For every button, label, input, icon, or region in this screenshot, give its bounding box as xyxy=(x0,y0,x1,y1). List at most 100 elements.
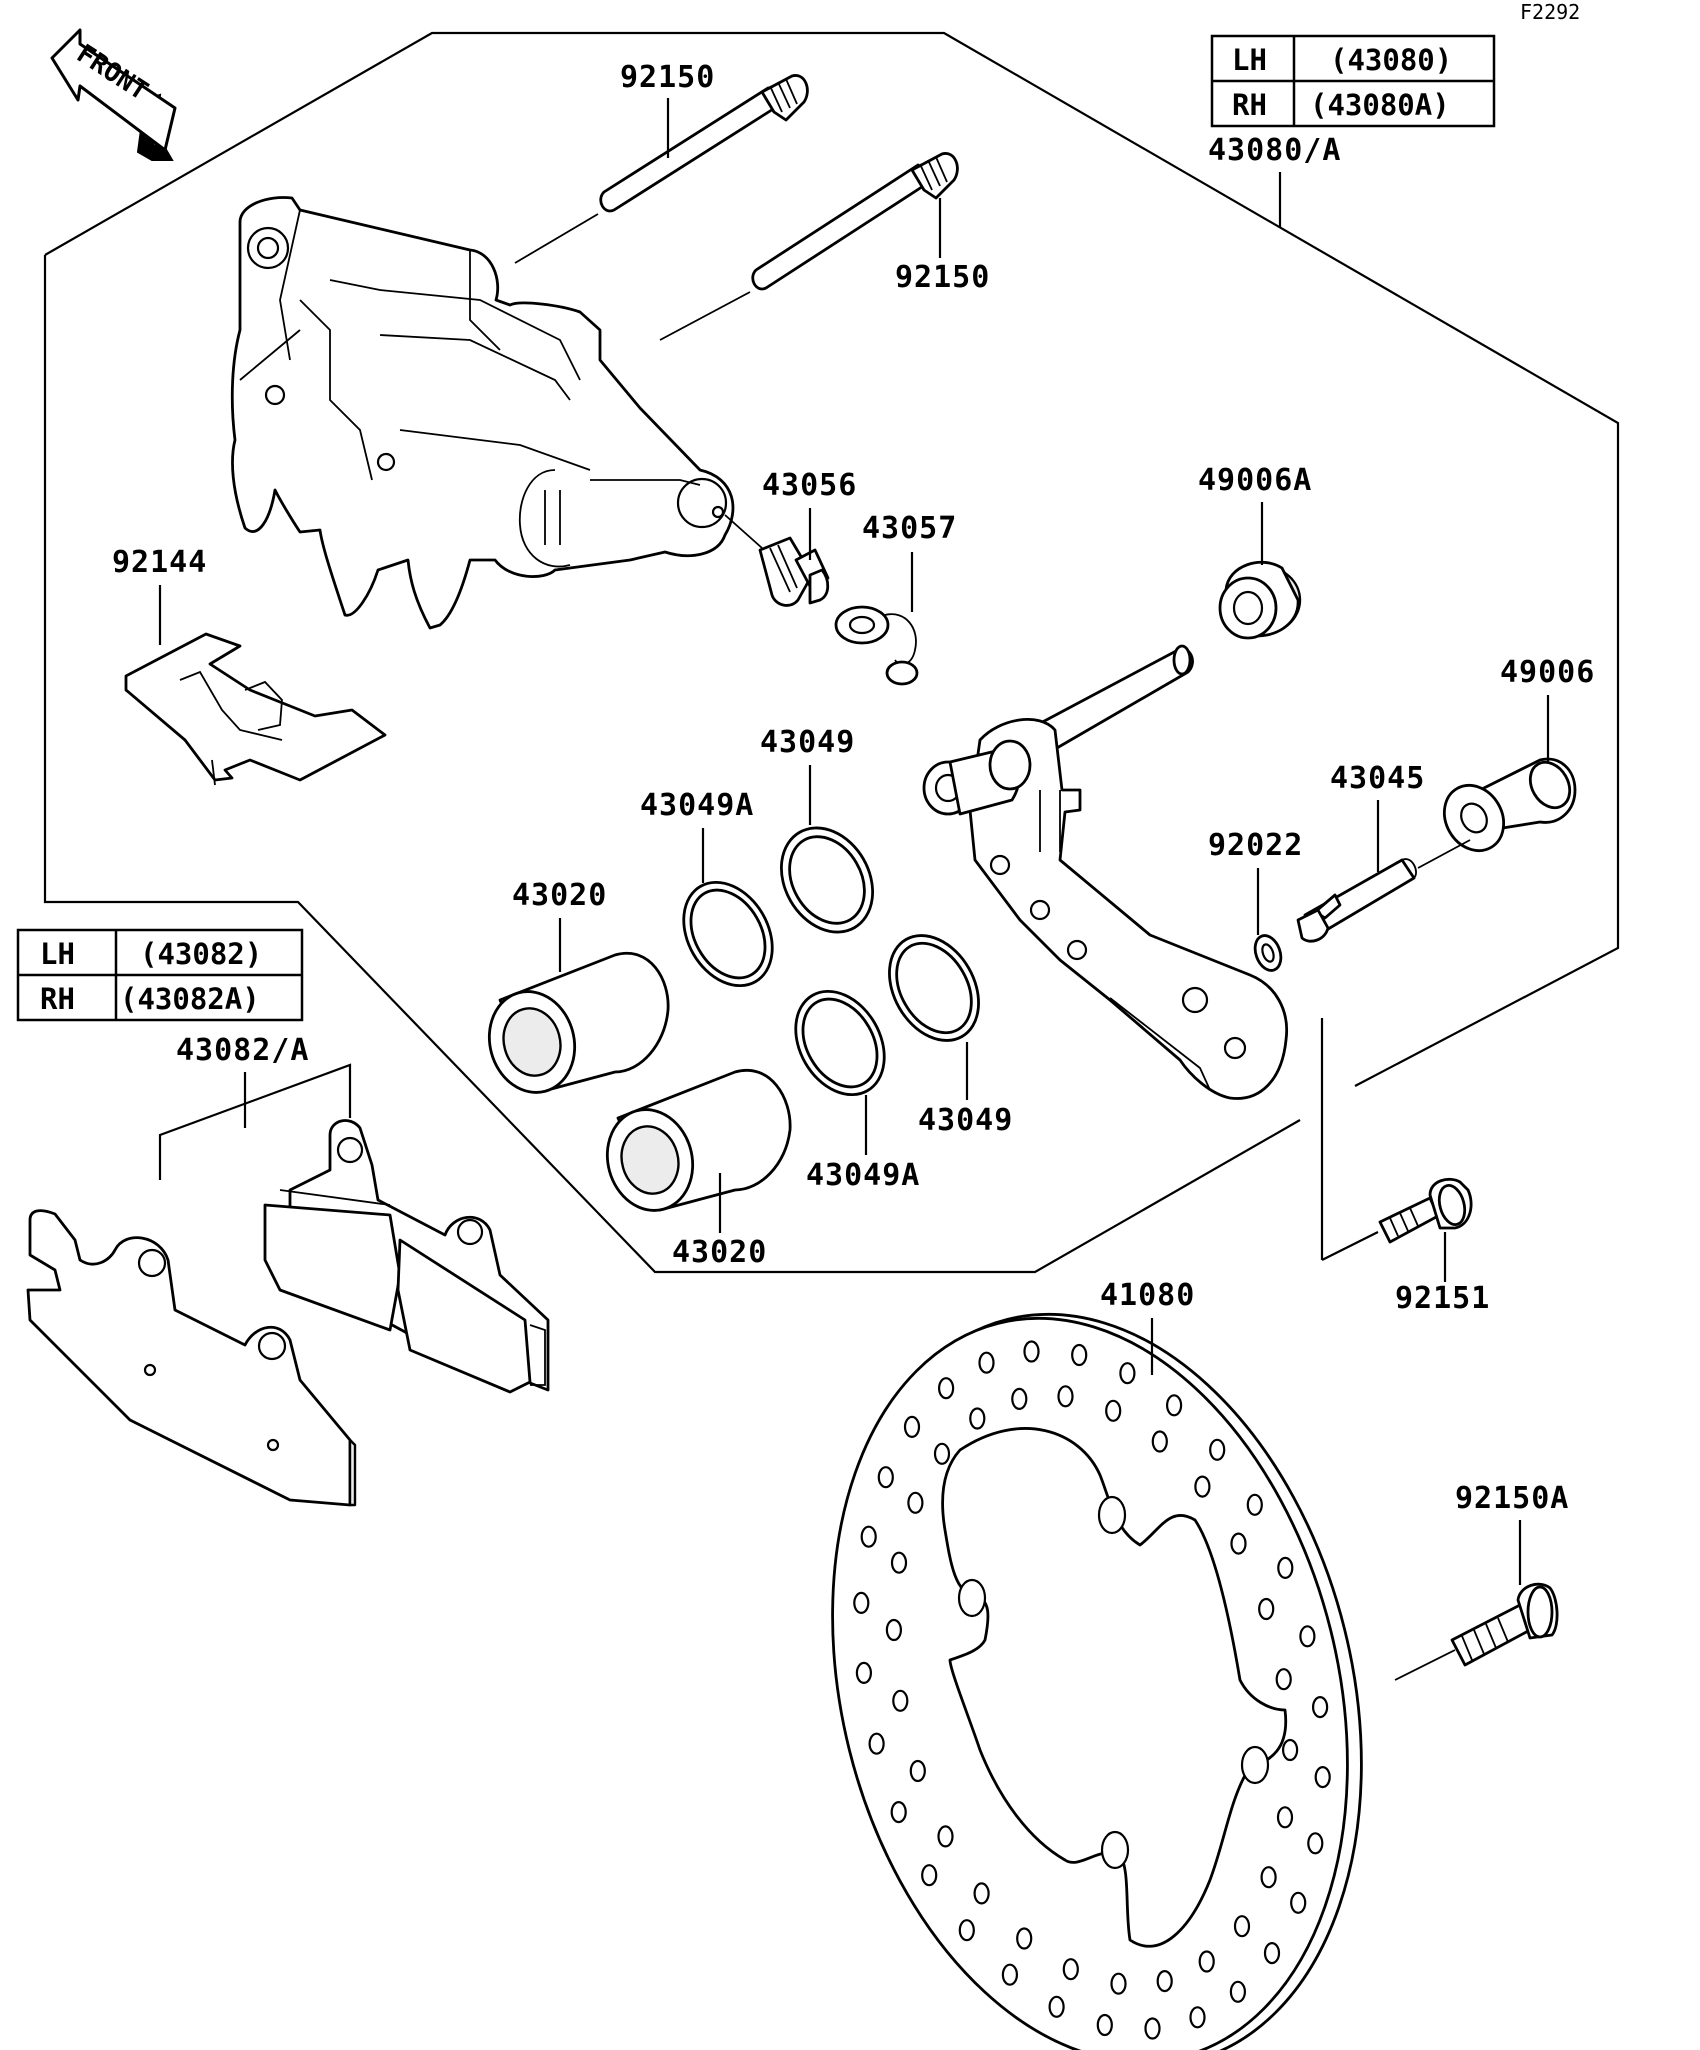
disc-vent-hole xyxy=(1299,1625,1316,1648)
caliper-holder xyxy=(922,644,1289,1100)
slide-pin-lower xyxy=(751,152,959,291)
disc-vent-hole xyxy=(907,1491,924,1514)
disc-vent-holes xyxy=(853,1340,1331,2040)
disc-vent-hole xyxy=(1016,1927,1033,1950)
dust-seal-upper xyxy=(780,826,874,934)
disc-vent-hole xyxy=(1189,2006,1206,2029)
disc-vent-hole xyxy=(1314,1765,1331,1789)
disc-vent-hole xyxy=(868,1732,885,1755)
disc-vent-hole xyxy=(937,1825,954,1848)
disc-vent-hole xyxy=(1263,1941,1281,1965)
dust-seal-lower xyxy=(888,934,980,1042)
disc-vent-hole xyxy=(890,1800,907,1824)
disc-vent-hole xyxy=(1246,1493,1263,1516)
disc-vent-hole xyxy=(1230,1532,1247,1555)
disc-vent-hole xyxy=(855,1661,873,1685)
caliper-assy-frame-lower xyxy=(43,255,1301,1274)
disc-vent-hole xyxy=(1144,2017,1161,2040)
disc-vent-hole xyxy=(1023,1340,1040,1363)
disc-bolt xyxy=(1450,1582,1559,1667)
callout-disc: 41080 xyxy=(1100,1278,1195,1313)
callout-holder-pin: 43045 xyxy=(1330,761,1425,796)
disc-vent-hole xyxy=(890,1551,908,1574)
disc-vent-hole xyxy=(909,1759,926,1783)
disc-vent-hole xyxy=(1071,1343,1088,1367)
caliper-table-rh-side: RH xyxy=(1232,88,1267,122)
disc-vent-hole xyxy=(1281,1738,1299,1762)
washer xyxy=(1253,934,1283,972)
callout-bleed-cap: 43057 xyxy=(862,511,957,546)
bleed-cap xyxy=(834,605,919,686)
pad-table-lh-side: LH xyxy=(40,937,75,971)
bush xyxy=(1442,757,1577,853)
disc-vent-hole xyxy=(1209,1438,1226,1461)
piston-upper xyxy=(487,951,670,1094)
disc-vent-hole xyxy=(933,1442,951,1465)
disc-vent-hole xyxy=(1062,1958,1079,1981)
disc-vent-hole xyxy=(1275,1668,1292,1691)
callout-piston-lower: 43020 xyxy=(672,1235,767,1270)
disc-vent-hole xyxy=(978,1351,995,1374)
callout-dust-seal-upper: 43049 xyxy=(760,725,855,760)
callout-bush-a: 49006A xyxy=(1198,463,1312,498)
disc-vent-hole xyxy=(1156,1969,1173,1993)
disc-vent-hole xyxy=(1110,1972,1127,1995)
callout-piston-seal-lower: 43049A xyxy=(806,1158,920,1193)
pad-table-lh-part: (43082) xyxy=(140,937,262,971)
callout-mount-bolt: 92151 xyxy=(1395,1281,1490,1316)
disc-vent-hole xyxy=(860,1525,877,1548)
disc-vent-hole xyxy=(1276,1806,1294,1829)
disc-vent-hole xyxy=(885,1618,903,1642)
disc-vent-hole xyxy=(1151,1430,1168,1453)
disc-vent-hole xyxy=(1258,1597,1275,1621)
figure-code: F2292 xyxy=(1520,0,1580,24)
disc-vent-hole xyxy=(1057,1385,1074,1408)
caliper-body xyxy=(230,196,735,630)
pad-spring xyxy=(124,632,387,786)
brake-disc xyxy=(831,1312,1363,2050)
caliper-table-lh-part: (43080) xyxy=(1330,43,1452,77)
disc-vent-hole xyxy=(1119,1362,1136,1385)
disc-vent-hole xyxy=(1229,1980,1247,2003)
front-arrow-icon: FRONT xyxy=(50,28,177,161)
callout-bush: 49006 xyxy=(1500,655,1595,690)
disc-vent-hole xyxy=(1290,1891,1307,1914)
disc-vent-hole xyxy=(1233,1915,1251,1938)
pad-table-rh-part: (43082A) xyxy=(120,982,260,1016)
disc-vent-hole xyxy=(1277,1556,1294,1580)
disc-vent-hole xyxy=(1001,1963,1019,1986)
caliper-table-lh-side: LH xyxy=(1232,43,1267,77)
callout-pin-lower: 92150 xyxy=(895,260,990,295)
pad-table-rh-side: RH xyxy=(40,982,75,1016)
disc-vent-hole xyxy=(937,1377,955,1400)
callout-piston-upper: 43020 xyxy=(512,878,607,913)
disc-vent-hole xyxy=(1307,1832,1324,1855)
callout-washer: 92022 xyxy=(1208,828,1303,863)
disc-vent-hole xyxy=(903,1415,921,1439)
piston-lower xyxy=(605,1068,792,1212)
piston-seal-lower xyxy=(794,989,886,1097)
disc-vent-hole xyxy=(892,1689,909,1712)
brake-pad-rear xyxy=(263,1119,550,1394)
disc-vent-hole xyxy=(958,1919,975,1942)
disc-vent-hole xyxy=(1048,1995,1065,2018)
disc-vent-hole xyxy=(973,1882,990,1905)
mount-bolt xyxy=(1378,1177,1473,1244)
callout-pin-upper: 92150 xyxy=(620,60,715,95)
disc-vent-hole xyxy=(1165,1394,1183,1417)
bleed-valve xyxy=(758,536,830,607)
disc-vent-hole xyxy=(877,1466,894,1489)
disc-vent-hole xyxy=(1011,1387,1028,1411)
slide-pin-upper xyxy=(599,74,809,213)
pad-assy-table: LH (43082) RH (43082A) xyxy=(16,928,304,1022)
callout-caliper-assy: 43080/A xyxy=(1208,133,1341,168)
caliper-table-rh-part: (43080A) xyxy=(1310,88,1450,122)
disc-vent-hole xyxy=(853,1591,870,1615)
disc-vent-hole xyxy=(1105,1399,1122,1422)
disc-vent-hole xyxy=(921,1864,938,1887)
disc-vent-hole xyxy=(1194,1475,1211,1498)
disc-vent-hole xyxy=(1198,1950,1215,1973)
disc-vent-hole xyxy=(1096,2013,1113,2037)
callout-disc-bolt: 92150A xyxy=(1455,1481,1569,1516)
